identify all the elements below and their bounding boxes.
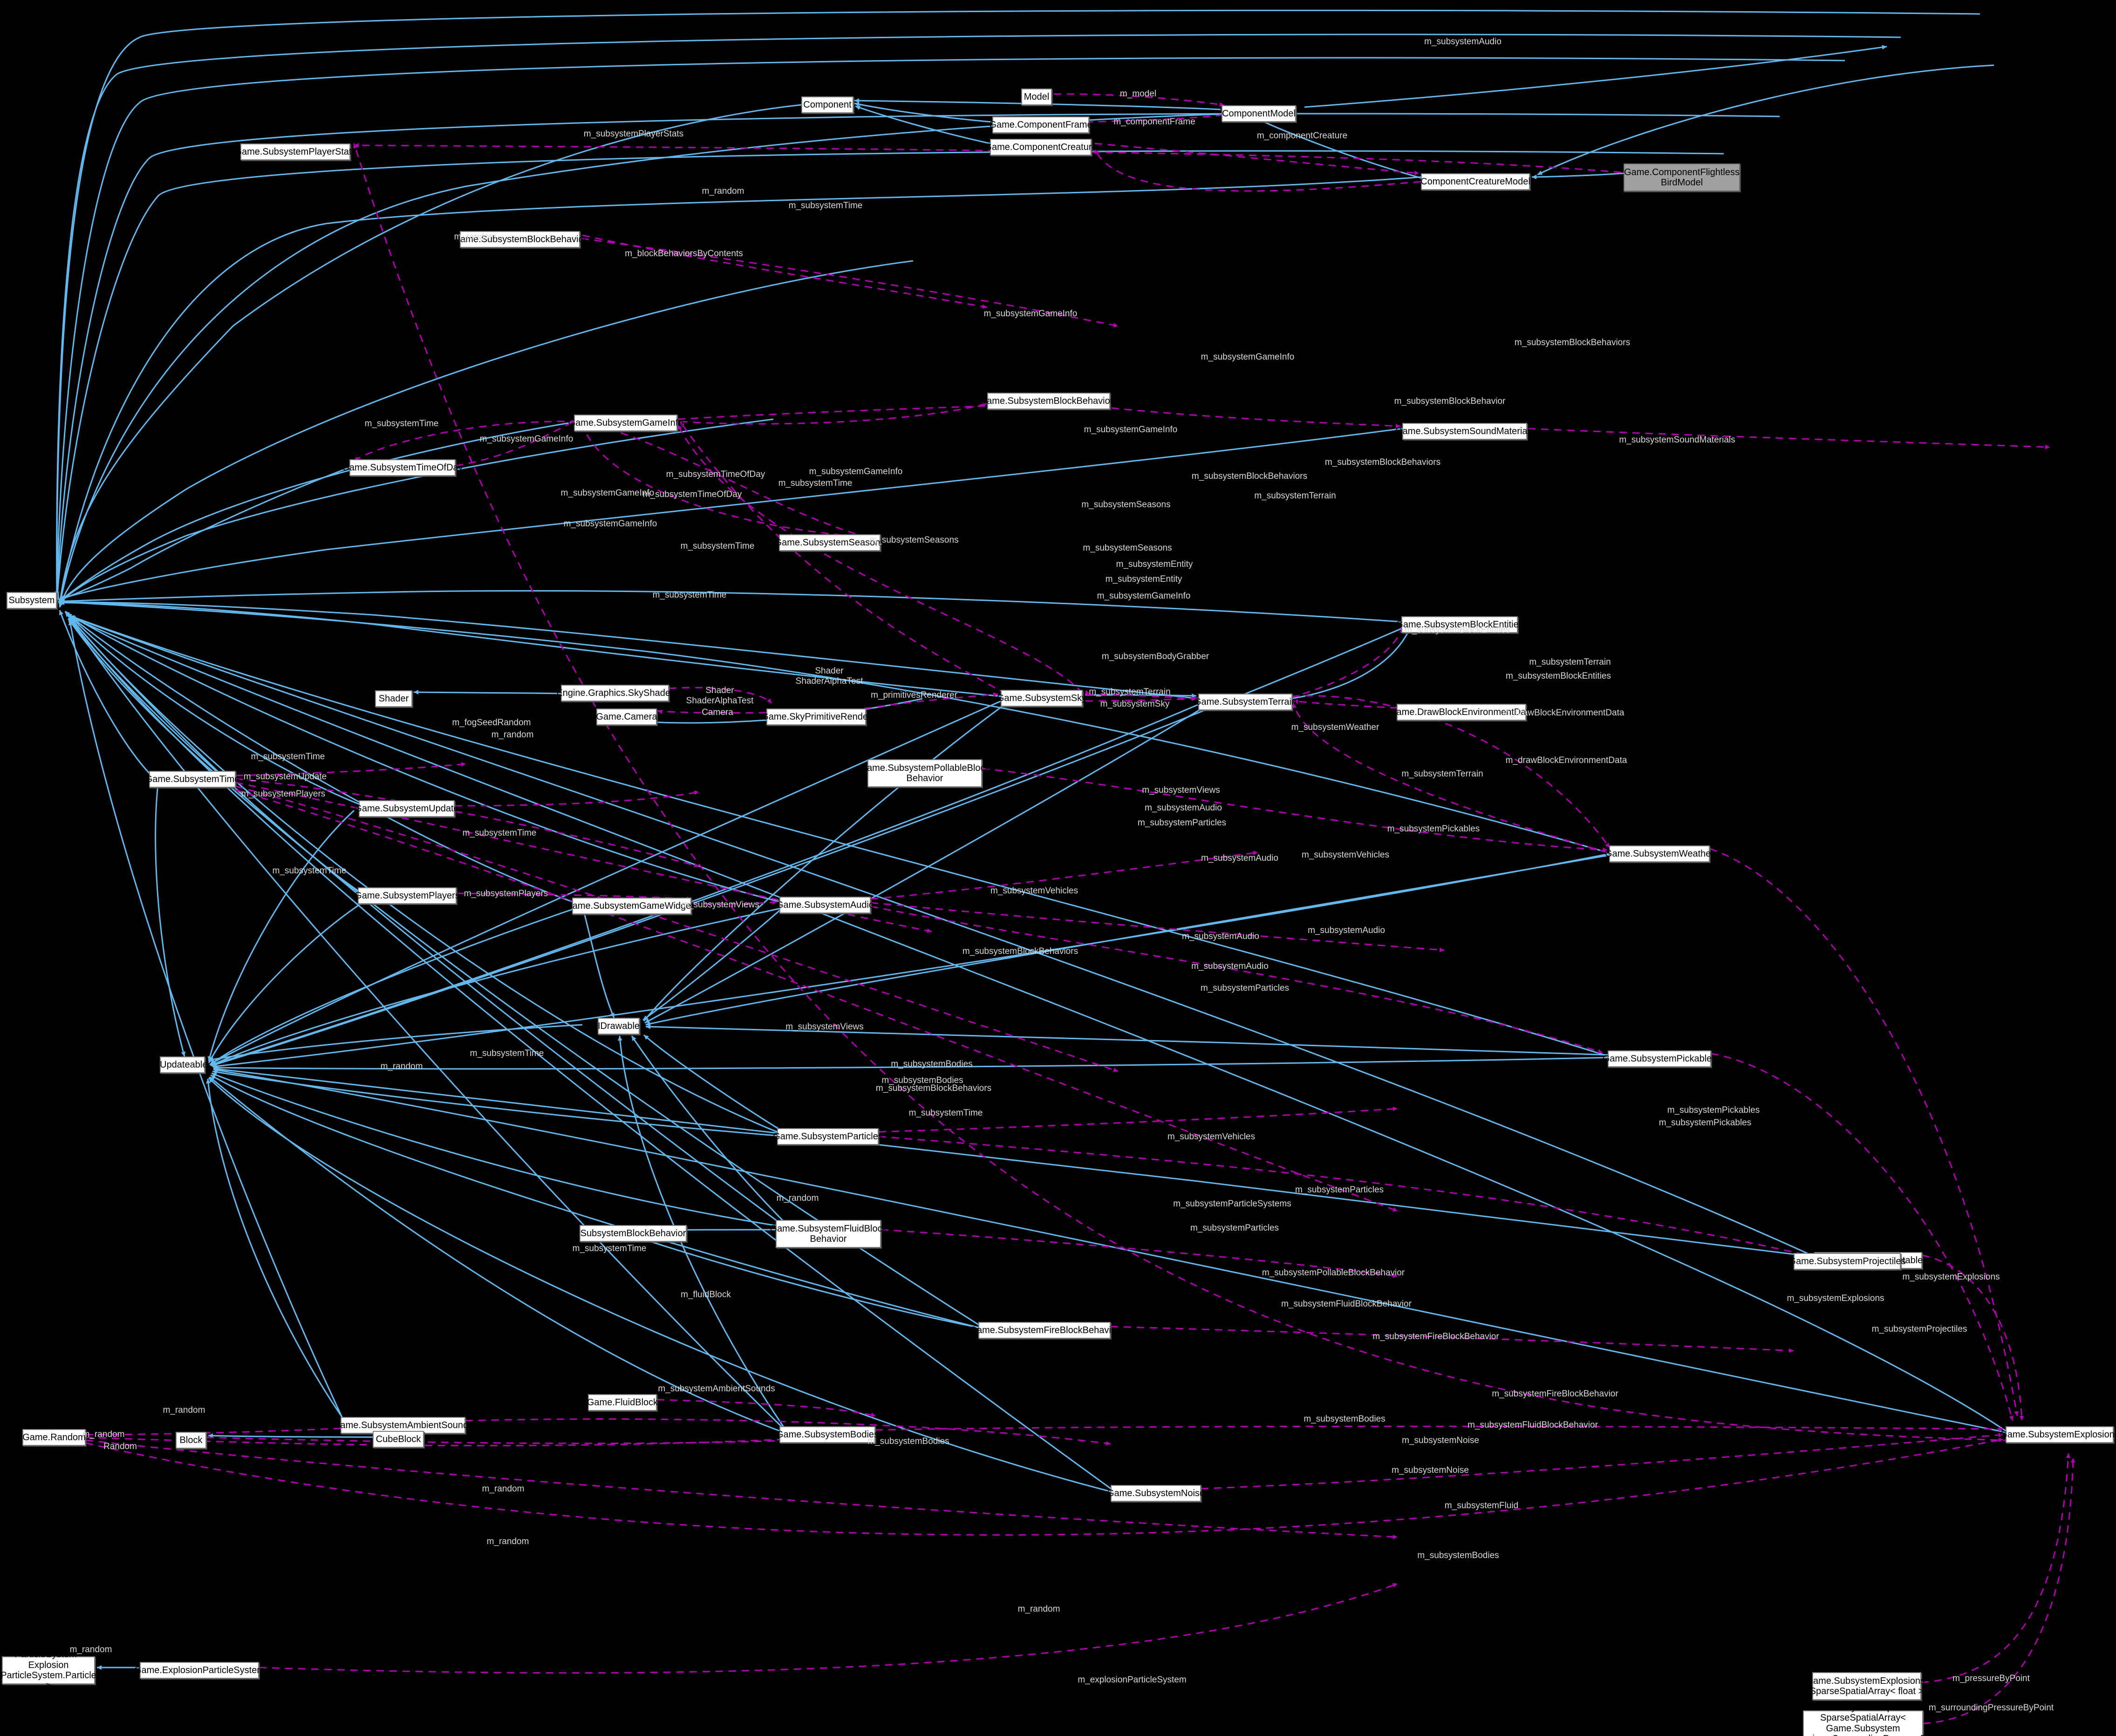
graph-node[interactable]: Game.SubsystemSky [997,690,1086,707]
graph-node[interactable]: Game.SubsystemTimeOfDay [342,459,463,476]
graph-node[interactable]: Game.SubsystemPlayerStats [234,143,356,160]
graph-node[interactable]: Game.SubsystemParticles [773,1128,883,1145]
graph-node[interactable]: Game.SubsystemAudio [776,897,874,913]
graph-node[interactable]: Game.SubsystemTerrain [1194,694,1297,710]
graph-node[interactable]: ComponentModel [1222,105,1296,122]
graph-node[interactable]: Game.SubsystemBodies [776,1426,879,1443]
graph-node[interactable]: Game.SkyPrimitiveRender [761,708,871,725]
graph-node[interactable]: Engine.Graphics.SkyShader [556,685,674,701]
graph-node[interactable]: Game.SubsystemSeasons [775,534,885,551]
graph-node[interactable]: Game.Camera [596,708,657,725]
graph-node[interactable]: Game.SubsystemExplosions. SparseSpatialA… [1785,1702,1941,1736]
graph-node[interactable]: SubsystemBlockBehavior [580,1225,687,1242]
graph-node[interactable]: Shader [375,690,412,707]
graph-node[interactable]: Block [176,1432,206,1449]
graph-node[interactable]: Game.SubsystemGameWidgets [565,898,698,914]
graph-node[interactable]: Game.ComponentFlightless BirdModel [1624,163,1740,191]
graph-node[interactable]: Game.SubsystemBlockBehaviors [980,393,1118,409]
graph-node[interactable]: Game.SubsystemFluidBlock Behavior [770,1220,887,1248]
graph-node[interactable]: Game.SubsystemUpdate [355,800,459,817]
graph-node[interactable]: IDrawable [598,1018,640,1035]
graph-node[interactable]: Component [801,96,853,113]
graph-node[interactable]: Game.SubsystemWeather [1605,845,1714,862]
graph-node[interactable]: Game.SubsystemFireBlockBehavior [969,1322,1119,1339]
graph-node[interactable]: ComponentCreatureModel [1420,173,1530,190]
graph-node[interactable]: Game.SubsystemSoundMaterials [1395,423,1534,440]
graph-node[interactable]: Game.SubsystemProjectiles [1788,1253,1906,1270]
graph-node[interactable]: Game.ComponentCreature [984,139,1097,156]
graph-node[interactable]: IUpdateable [157,1056,207,1073]
graph-node[interactable]: Game.SubsystemPlayers [355,887,460,904]
graph-node[interactable]: Game.SubsystemPollableBlock Behavior [860,759,990,787]
graph-node[interactable]: Game.FluidBlock [587,1394,658,1411]
graph-node[interactable]: Game.Random [22,1429,86,1446]
graph-node[interactable]: Game.SubsystemBlockBehavior [453,231,587,248]
graph-node[interactable]: Game.ExplosionParticleSystem [134,1662,265,1679]
graph-node[interactable]: Game.SubsystemExplosions [2000,1426,2116,1443]
graph-node[interactable]: CubeBlock [373,1431,424,1448]
graph-node[interactable]: Game.ComponentFrame [989,116,1092,133]
graph-node[interactable]: Subsystem [7,592,57,609]
graph-node[interactable]: Game.SubsystemTime [145,771,239,788]
graph-node[interactable]: Model [1021,89,1052,105]
graph-node[interactable]: Game.SubsystemPickables [1603,1050,1716,1067]
graph-node[interactable]: Game.SubsystemNoise [1107,1485,1205,1502]
graph-node[interactable]: Game.SubsystemExplosions. SparseSpatialA… [1806,1672,1928,1700]
graph-node[interactable]: ParticleSystem< Explosion ParticleSystem… [0,1649,96,1691]
graph-node[interactable]: Game.SubsystemGameInfo [568,415,683,431]
graph-node[interactable]: Game.DrawBlockEnvironmentData [1389,704,1534,721]
graph-node[interactable]: Game.SubsystemBlockEntities [1396,616,1523,633]
